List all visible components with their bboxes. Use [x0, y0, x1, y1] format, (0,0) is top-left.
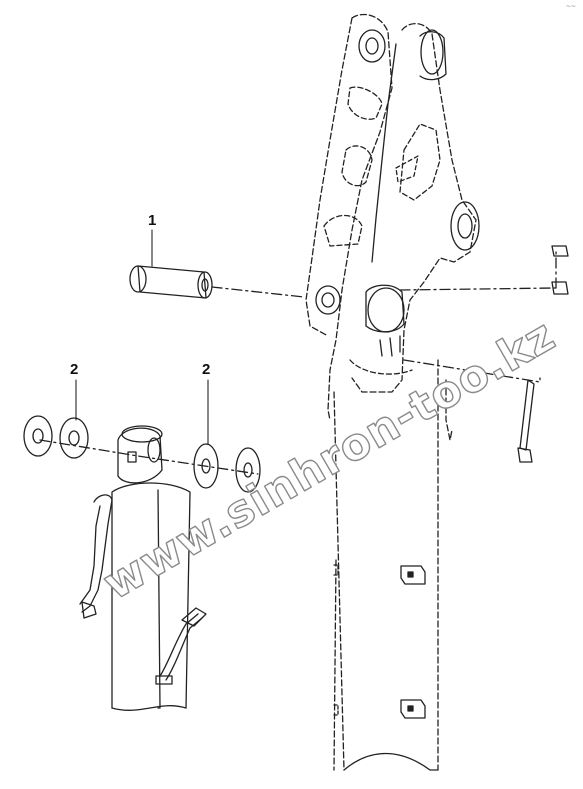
washers-part-2 [23, 415, 261, 493]
callout-label-2a: 2 [70, 361, 78, 378]
callout-2-left: 2 [70, 361, 78, 421]
callout-2-right: 2 [202, 361, 210, 445]
callout-label-2b: 2 [202, 361, 210, 378]
hydraulic-cylinder [79, 425, 207, 711]
callout-1: 1 [148, 212, 156, 267]
callout-label-1: 1 [148, 212, 156, 229]
corner-mark: ~~ [566, 3, 576, 10]
boom-arm [305, 13, 480, 771]
pin-part-1 [129, 265, 305, 299]
bolt-and-nuts [399, 245, 569, 463]
